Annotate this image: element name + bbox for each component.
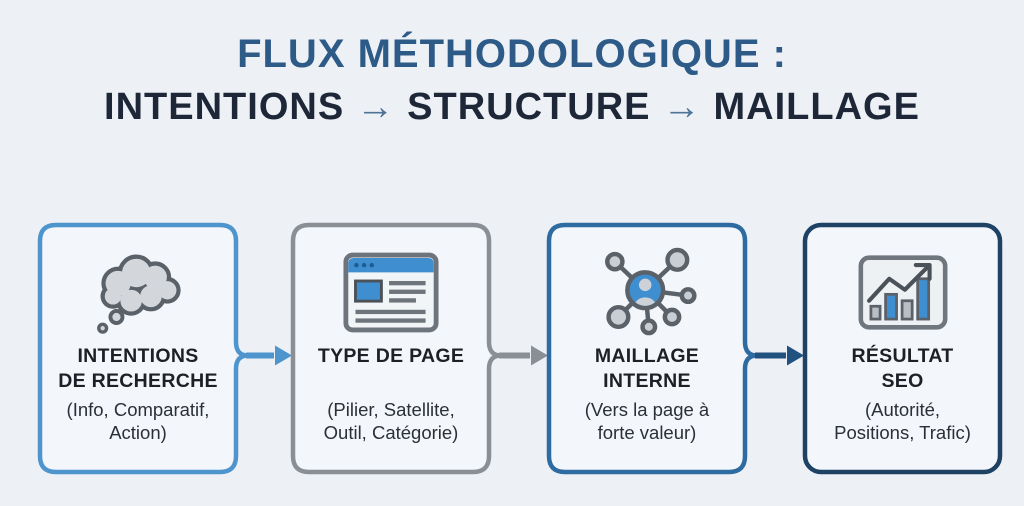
- title-word-structure: STRUCTURE: [407, 86, 651, 128]
- card-border-resultat-seo: [802, 222, 1003, 475]
- arrow-right-icon: [787, 345, 804, 366]
- arrow-right-icon: [275, 345, 292, 366]
- browser-page-icon: [343, 244, 439, 340]
- card-title-line: INTENTIONS: [77, 345, 199, 367]
- connector-arrow-1: [246, 345, 292, 366]
- card-title-line: SEO: [881, 370, 924, 392]
- connector-arrow-2: [499, 345, 548, 366]
- card-fill: [293, 225, 489, 472]
- title-word-intentions: INTENTIONS: [104, 86, 345, 128]
- card-subtitle-line: (Vers la page à: [584, 399, 710, 420]
- card-subtitle-line: Positions, Trafic): [834, 422, 971, 443]
- card-subtitle-line: (Autorité,: [864, 399, 941, 420]
- bar-chart-icon: [857, 244, 949, 340]
- card-intentions-de-recherche: INTENTIONS DE RECHERCHE (Info, Comparati…: [40, 225, 236, 472]
- card-subtitle-line: forte valeur): [597, 422, 697, 443]
- card-resultat-seo: RÉSULTAT SEO (Autorité, Positions, Trafi…: [805, 225, 1000, 472]
- thought-cloud-icon: [82, 244, 194, 340]
- card-title: MAILLAGE INTERNE: [595, 344, 699, 396]
- trend-arrow-icon: [866, 262, 932, 303]
- title-word-maillage: MAILLAGE: [713, 86, 920, 128]
- card-title-line: TYPE DE PAGE: [317, 345, 465, 367]
- card-title: TYPE DE PAGE: [318, 344, 464, 396]
- card-fill: [549, 225, 745, 472]
- person-icon: [633, 278, 657, 306]
- title-block: FLUX MÉTHODOLOGIQUE : INTENTIONS → STRUCTU…: [0, 30, 1024, 130]
- network-hub-icon: [597, 244, 697, 340]
- card-subtitle: (Autorité, Positions, Trafic): [834, 398, 971, 444]
- arrow-right-icon: [531, 345, 548, 366]
- card-title-line: RÉSULTAT: [851, 345, 954, 367]
- card-border-intentions: [37, 222, 249, 475]
- card-fill: [805, 225, 1000, 472]
- title-arrow-icon: →: [662, 86, 702, 128]
- card-title-line: DE RECHERCHE: [58, 370, 218, 392]
- card-type-de-page: TYPE DE PAGE (Pilier, Satellite, Outil, …: [293, 225, 489, 472]
- card-subtitle: (Vers la page à forte valeur): [585, 398, 709, 444]
- connector-arrow-3: [755, 345, 804, 366]
- card-subtitle-line: Action): [109, 422, 167, 443]
- page-title-line1: FLUX MÉTHODOLOGIQUE :: [237, 32, 787, 76]
- card-border-maillage: [546, 222, 758, 475]
- card-maillage-interne: MAILLAGE INTERNE (Vers la page à forte v…: [549, 225, 745, 472]
- page-title-line2: INTENTIONS → STRUCTURE → MAILLAGE: [0, 84, 1024, 130]
- card-subtitle: (Pilier, Satellite, Outil, Catégorie): [324, 398, 459, 444]
- card-title: RÉSULTAT SEO: [851, 344, 953, 396]
- card-subtitle-line: (Pilier, Satellite,: [327, 399, 455, 420]
- title-arrow-icon: →: [356, 86, 396, 128]
- card-fill: [40, 225, 236, 472]
- card-subtitle: (Info, Comparatif, Action): [67, 398, 210, 444]
- card-title-line: MAILLAGE: [594, 345, 700, 367]
- card-title: INTENTIONS DE RECHERCHE: [58, 344, 218, 396]
- card-subtitle-line: Outil, Catégorie): [323, 422, 459, 443]
- card-subtitle-line: (Info, Comparatif,: [66, 399, 210, 420]
- card-title-line: INTERNE: [603, 370, 691, 392]
- card-border-type-de-page: [290, 222, 502, 475]
